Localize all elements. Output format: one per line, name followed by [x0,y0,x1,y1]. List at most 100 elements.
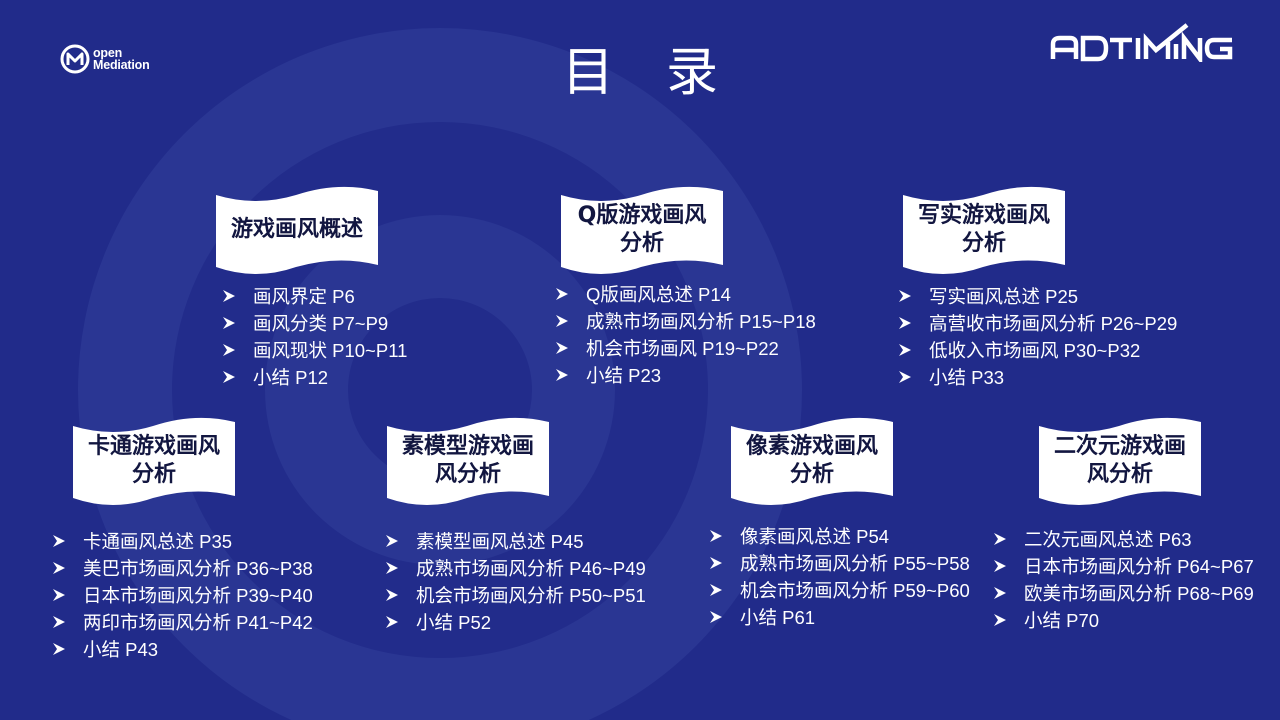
list-item[interactable]: 小结 P33 [898,363,1177,390]
item-label: 日本市场画风分析 P39~P40 [83,584,313,606]
list-item[interactable]: 成熟市场画风分析 P46~P49 [385,554,646,581]
item-label: 美巴市场画风分析 P36~P38 [83,557,313,579]
arrow-bullet-icon [385,534,416,548]
list-item[interactable]: 高营收市场画风分析 P26~P29 [898,309,1177,336]
arrow-bullet-icon [52,588,83,602]
item-label: 小结 P52 [416,611,492,633]
item-label: 小结 P12 [253,366,329,388]
item-label: 卡通画风总述 P35 [83,530,233,552]
arrow-bullet-icon [993,586,1024,600]
list-item[interactable]: 低收入市场画风 P30~P32 [898,336,1177,363]
list-item[interactable]: 卡通画风总述 P35 [52,527,313,554]
list-item[interactable]: 欧美市场画风分析 P68~P69 [993,579,1254,606]
item-label: 成熟市场画风分析 P46~P49 [416,557,646,579]
arrow-bullet-icon [385,588,416,602]
arrow-bullet-icon [709,610,740,624]
section-list-cartoon: 卡通画风总述 P35 美巴市场画风分析 P36~P38 日本市场画风分析 P39… [52,527,313,662]
list-item[interactable]: 美巴市场画风分析 P36~P38 [52,554,313,581]
item-label: 欧美市场画风分析 P68~P69 [1024,582,1254,604]
section-banner-realistic[interactable]: 写实游戏画风分析 [903,185,1065,275]
section-banner-q-style[interactable]: Q版游戏画风分析 [561,185,723,275]
item-label: 小结 P70 [1024,609,1100,631]
item-label: 画风分类 P7~P9 [253,312,389,334]
list-item[interactable]: 日本市场画风分析 P39~P40 [52,581,313,608]
page-title: 目录 [561,43,770,103]
list-item[interactable]: 画风界定 P6 [222,282,407,309]
list-item[interactable]: 小结 P43 [52,635,313,662]
list-item[interactable]: 小结 P61 [709,603,970,630]
arrow-bullet-icon [52,642,83,656]
logo-line-mediation: Mediation [93,58,150,72]
section-title: 像素游戏画风分析 [745,434,878,487]
arrow-bullet-icon [52,534,83,548]
list-item[interactable]: 画风现状 P10~P11 [222,336,407,363]
section-list-anime: 二次元画风总述 P63 日本市场画风分析 P64~P67 欧美市场画风分析 P6… [993,525,1254,633]
arrow-bullet-icon [993,559,1024,573]
list-item[interactable]: 写实画风总述 P25 [898,282,1177,309]
section-title: 二次元游戏画风分析 [1053,434,1186,487]
item-label: 高营收市场画风分析 P26~P29 [929,312,1178,334]
item-label: 日本市场画风分析 P64~P67 [1024,555,1254,577]
list-item[interactable]: 机会市场画风分析 P59~P60 [709,576,970,603]
list-item[interactable]: 小结 P12 [222,363,407,390]
list-item[interactable]: 两印市场画风分析 P41~P42 [52,608,313,635]
arrow-bullet-icon [222,343,253,357]
logo-line-open: open [93,46,123,60]
section-list-q-style: Q版画风总述 P14 成熟市场画风分析 P15~P18 机会市场画风 P19~P… [555,280,816,388]
item-label: 小结 P43 [83,638,159,660]
flag-banner-icon [561,186,723,274]
item-label: 小结 P33 [929,366,1005,388]
flag-banner-icon [387,417,549,505]
item-label: 机会市场画风分析 P59~P60 [740,579,970,601]
open-mediation-logo: open Mediation [60,44,150,74]
arrow-bullet-icon [993,613,1024,627]
item-label: 小结 P61 [740,606,816,628]
section-banner-cartoon[interactable]: 卡通游戏画风分析 [73,416,235,506]
arrow-bullet-icon [709,556,740,570]
item-label: 像素画风总述 P54 [740,525,890,547]
arrow-bullet-icon [52,561,83,575]
item-label: 机会市场画风 P19~P22 [586,337,779,359]
arrow-bullet-icon [709,583,740,597]
list-item[interactable]: 小结 P70 [993,606,1254,633]
item-label: 画风界定 P6 [253,285,355,307]
list-item[interactable]: 成熟市场画风分析 P55~P58 [709,549,970,576]
list-item[interactable]: 机会市场画风分析 P50~P51 [385,581,646,608]
arrow-bullet-icon [555,368,586,382]
list-item[interactable]: 机会市场画风 P19~P22 [555,334,816,361]
list-item[interactable]: 小结 P23 [555,361,816,388]
arrow-bullet-icon [898,316,929,330]
item-label: 素模型画风总述 P45 [416,530,584,552]
arrow-bullet-icon [709,529,740,543]
section-list-pixel: 像素画风总述 P54 成熟市场画风分析 P55~P58 机会市场画风分析 P59… [709,522,970,630]
item-label: 二次元画风总述 P63 [1024,528,1192,550]
arrow-bullet-icon [52,615,83,629]
item-label: Q版画风总述 P14 [586,283,731,305]
item-label: 成熟市场画风分析 P15~P18 [586,310,816,332]
flag-banner-icon [216,186,378,274]
item-label: 画风现状 P10~P11 [253,339,408,361]
list-item[interactable]: 二次元画风总述 P63 [993,525,1254,552]
list-item[interactable]: 素模型画风总述 P45 [385,527,646,554]
list-item[interactable]: Q版画风总述 P14 [555,280,816,307]
arrow-bullet-icon [222,370,253,384]
item-label: 机会市场画风分析 P50~P51 [416,584,646,606]
item-label: 低收入市场画风 P30~P32 [929,339,1141,361]
list-item[interactable]: 画风分类 P7~P9 [222,309,407,336]
arrow-bullet-icon [898,343,929,357]
section-banner-pixel[interactable]: 像素游戏画风分析 [731,416,893,506]
list-item[interactable]: 日本市场画风分析 P64~P67 [993,552,1254,579]
arrow-bullet-icon [993,532,1024,546]
section-banner-overview[interactable]: 游戏画风概述 [216,185,378,275]
section-banner-anime[interactable]: 二次元游戏画风分析 [1039,416,1201,506]
section-title: 写实游戏画风分析 [917,203,1050,256]
section-title: 游戏画风概述 [230,217,363,242]
list-item[interactable]: 像素画风总述 P54 [709,522,970,549]
arrow-bullet-icon [898,370,929,384]
adtiming-wordmark-icon [1050,23,1233,66]
section-title: Q版游戏画风分析 [577,203,707,256]
arrow-bullet-icon [385,615,416,629]
list-item[interactable]: 成熟市场画风分析 P15~P18 [555,307,816,334]
section-banner-plain-model[interactable]: 素模型游戏画风分析 [387,416,549,506]
list-item[interactable]: 小结 P52 [385,608,646,635]
